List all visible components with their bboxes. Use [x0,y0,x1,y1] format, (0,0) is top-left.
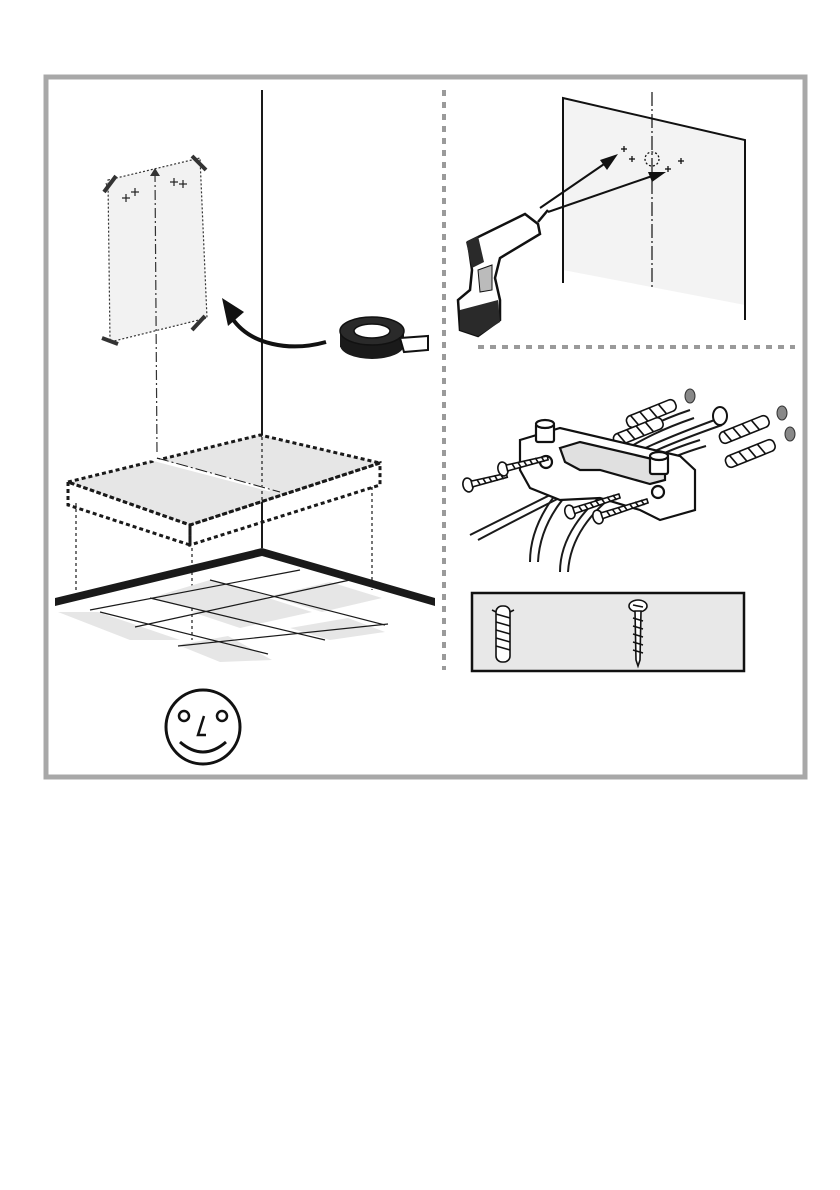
arrow-icon [232,318,326,346]
step-drill-holes [458,92,745,336]
parts-legend [472,593,744,671]
smiley-face-icon [166,690,240,764]
wall-panel [563,92,745,322]
step-mark-template [55,90,435,662]
template-sheet [102,156,207,455]
cabinet-outline [68,435,380,545]
tape-roll-icon [340,317,428,359]
floor-tiles [55,548,435,662]
drill-icon [458,210,548,336]
step-mount-bracket [461,389,795,572]
legend-wall-plug-icon [492,606,514,662]
